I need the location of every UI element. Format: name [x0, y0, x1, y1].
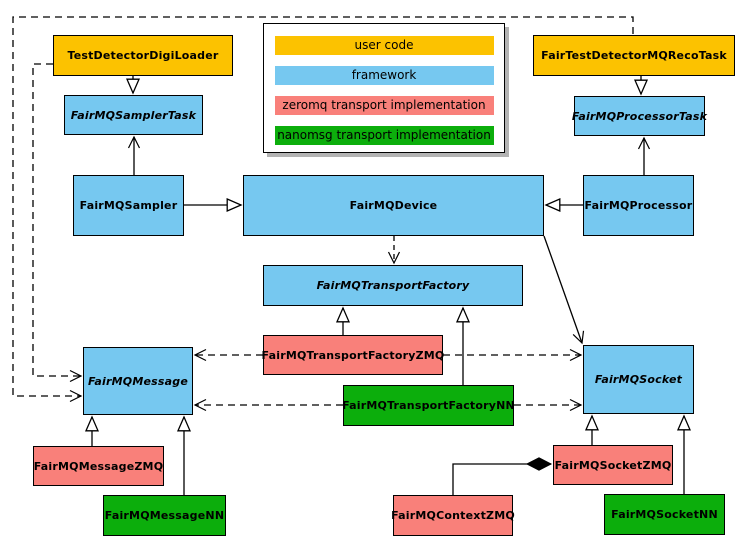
dependency-arrow: [12, 16, 634, 403]
legend-item-zeromq: zeromq transport implementation: [274, 96, 494, 115]
class-box-fairmqtransportfactory: FairMQTransportFactory: [263, 265, 523, 306]
class-box-fairmqsampler: FairMQSampler: [73, 175, 184, 236]
class-box-fairmqprocessortask: FairMQProcessorTask: [572, 96, 707, 136]
class-box-fairmqsamplertask: FairMQSamplerTask: [64, 95, 203, 135]
legend: user code framework zeromq transport imp…: [263, 23, 505, 153]
class-box-fairtestdetectormqrecotask: FairTestDetectorMQRecoTask: [533, 35, 735, 76]
class-box-fairmqmessagenn: FairMQMessageNN: [103, 495, 226, 536]
class-box-fairmqmessagezmq: FairMQMessageZMQ: [33, 446, 164, 486]
class-box-fairmqcontextzmq: FairMQContextZMQ: [391, 495, 515, 536]
class-box-testdetectordigiloader: TestDetectorDigiLoader: [53, 35, 233, 76]
class-box-fairmqsocketnn: FairMQSocketNN: [604, 494, 725, 535]
class-box-fairmqmessage: FairMQMessage: [83, 347, 193, 415]
association-arrow: [543, 235, 585, 345]
legend-item-nanomsg: nanomsg transport implementation: [274, 126, 494, 145]
legend-item-framework: framework: [274, 66, 494, 85]
class-box-fairmqsocket: FairMQSocket: [583, 345, 694, 414]
class-box-fairmqtransportfactorynn: FairMQTransportFactoryNN: [342, 385, 515, 426]
class-box-fairmqsocketzmq: FairMQSocketZMQ: [553, 445, 673, 485]
class-box-fairmqprocessor: FairMQProcessor: [583, 175, 694, 236]
composition-arrow: [452, 457, 553, 495]
legend-item-user-code: user code: [274, 36, 494, 55]
class-box-fairmqtransportfactoryzmq: FairMQTransportFactoryZMQ: [262, 335, 444, 375]
class-box-fairmqdevice: FairMQDevice: [243, 175, 544, 236]
